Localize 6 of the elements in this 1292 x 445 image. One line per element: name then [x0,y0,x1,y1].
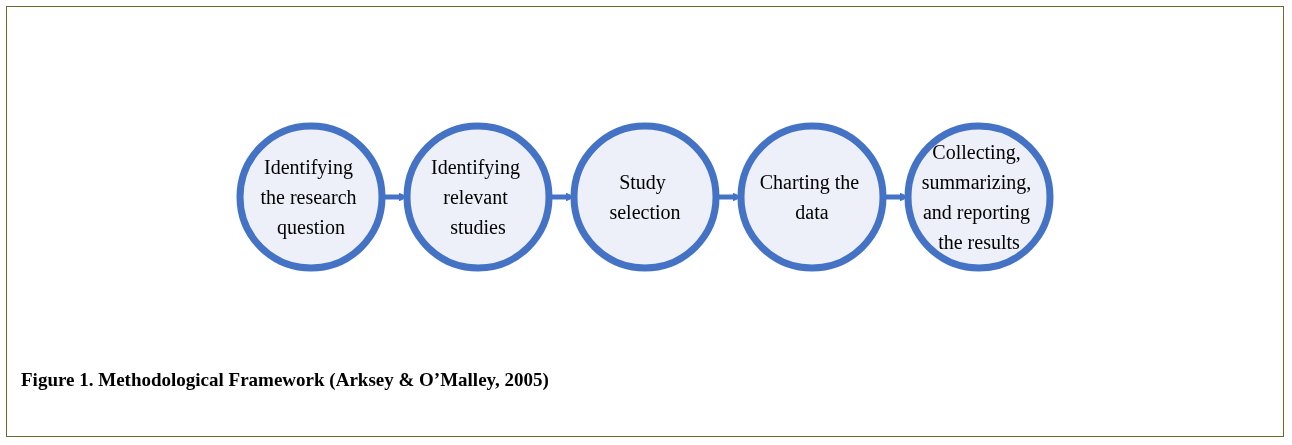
node-circle: Collecting, summarizing, and reporting the results [904,122,1054,272]
node-circle: Charting the data [737,122,887,272]
node-circle: Identifying relevant studies [403,122,553,272]
figure-caption: Figure 1. Methodological Framework (Arksey & O’Malley, 2005) [21,369,549,391]
node-circle: Study selection [570,122,720,272]
node-circle: Identifying the research question [236,122,386,272]
